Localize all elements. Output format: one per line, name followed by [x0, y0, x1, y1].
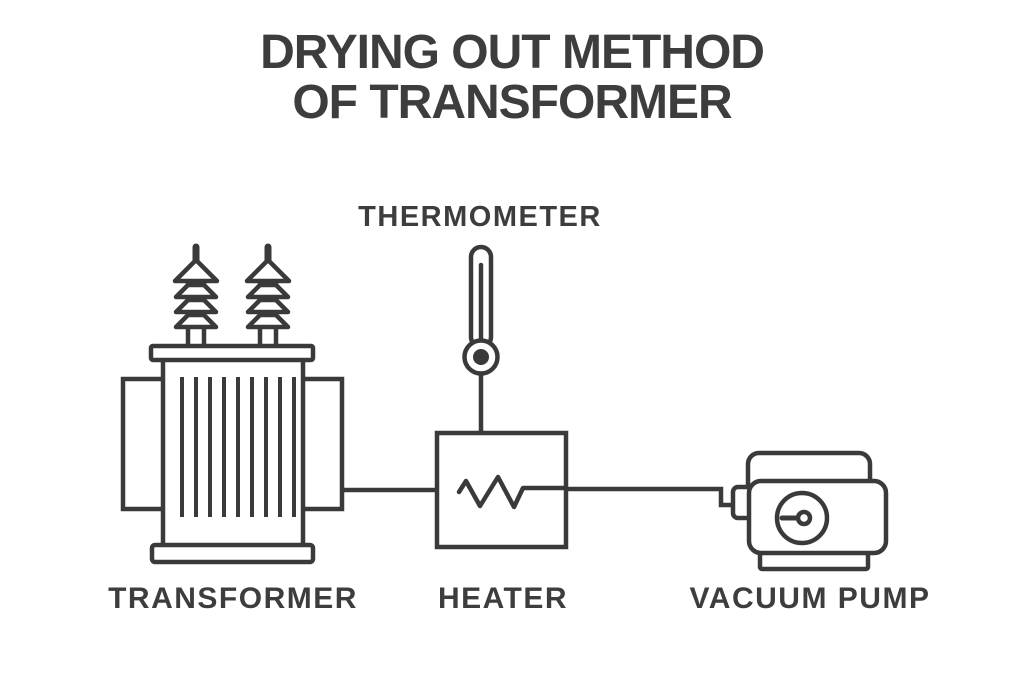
- title-line-1: DRYING OUT METHOD: [260, 26, 765, 79]
- vacuum-pump-label: VACUUM PUMP: [689, 582, 931, 615]
- transformer-base: [149, 542, 316, 565]
- page-title: DRYING OUT METHOD OF TRANSFORMER: [0, 28, 1024, 128]
- transformer-lid: [148, 343, 316, 363]
- transformer-label: TRANSFORMER: [108, 582, 358, 615]
- vacuum-pump-icon: [730, 450, 889, 572]
- thermometer-bulb-dot: [473, 349, 489, 365]
- transformer-fins: [180, 377, 296, 517]
- thermometer-icon: [462, 244, 500, 434]
- title-line-2: OF TRANSFORMER: [292, 76, 732, 129]
- thermometer-label: THERMOMETER: [358, 201, 602, 233]
- transformer-bushing-right-icon: [244, 243, 292, 351]
- pump-gauge-hub: [795, 509, 813, 527]
- transformer-radiator-left: [120, 376, 170, 512]
- pipe-heater-pump: [566, 486, 734, 508]
- heater-icon: [434, 430, 569, 550]
- heater-resistor-zigzag: [456, 474, 568, 510]
- transformer-bushing-left-icon: [172, 243, 220, 351]
- transformer-radiator-right: [295, 376, 345, 512]
- transformer-icon: [120, 243, 345, 565]
- heater-label: HEATER: [437, 582, 569, 615]
